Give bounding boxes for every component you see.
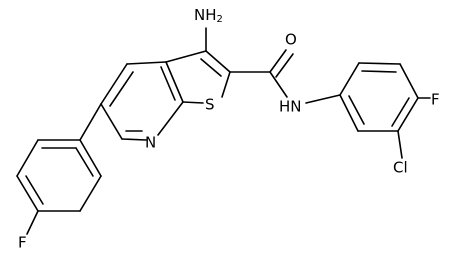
fluorophenyl-ring <box>16 103 102 235</box>
bond-r2-r3 <box>358 62 401 65</box>
bond-n-c7a <box>157 101 184 136</box>
bond-nh-aryl <box>305 94 341 104</box>
bond-r2-r3-inner <box>361 70 397 73</box>
bond-c3-c2-inner <box>200 58 222 77</box>
bond-c7a-c3a-inner <box>160 66 176 101</box>
amino-label: NH2 <box>194 6 223 26</box>
fluorine-bottom-label: F <box>18 234 27 252</box>
fluorine-right-label: F <box>431 91 440 109</box>
bond-co-2 <box>275 53 294 78</box>
bond-c4-c5 <box>126 61 167 65</box>
pyridine-nitrogen-label: N <box>145 134 156 152</box>
bond-c-f-bottom <box>26 210 39 235</box>
bond-r3-r4 <box>399 63 419 99</box>
bond-b3-b4 <box>16 175 39 212</box>
amide-nh-label: HN <box>279 98 302 116</box>
bond-s-c7a <box>182 101 204 104</box>
bond-c7-n <box>121 138 147 141</box>
carbonyl-oxygen-label: O <box>285 31 297 49</box>
bond-b2-b3 <box>16 139 39 177</box>
bond-co-1 <box>269 49 287 73</box>
bond-c6-aryl <box>79 103 102 141</box>
bond-b3-b4-inner <box>25 175 44 205</box>
bond-c3-c2 <box>205 50 231 73</box>
bond-r6-r1-inner <box>348 95 365 125</box>
bond-r4-r5-inner <box>391 97 410 127</box>
bond-c7a-c3a <box>165 61 184 103</box>
chlorofluorophenyl-ring <box>339 62 431 159</box>
bond-b5-b6 <box>79 175 102 212</box>
bond-c5-c6-inner <box>109 71 134 107</box>
chlorine-label: Cl <box>393 159 408 177</box>
bond-c6-c7 <box>100 103 123 140</box>
bond-c5-c6 <box>100 63 128 105</box>
bond-carbonyl-nh <box>269 71 288 98</box>
sulfur-label: S <box>205 96 215 114</box>
thiophene-ring <box>165 50 231 104</box>
pyridine-ring <box>100 61 184 141</box>
bond-r1-r2 <box>339 62 360 96</box>
bond-b6-b1 <box>79 139 102 177</box>
bond-r6-r1 <box>339 94 359 132</box>
bond-r4-r5 <box>397 97 419 132</box>
bond-b6-b1-inner <box>75 147 94 177</box>
bond-c3a-c3 <box>165 50 207 63</box>
carboxamide-group <box>229 49 341 104</box>
bond-c2-s <box>221 71 231 98</box>
bond-c-cl <box>397 130 403 159</box>
